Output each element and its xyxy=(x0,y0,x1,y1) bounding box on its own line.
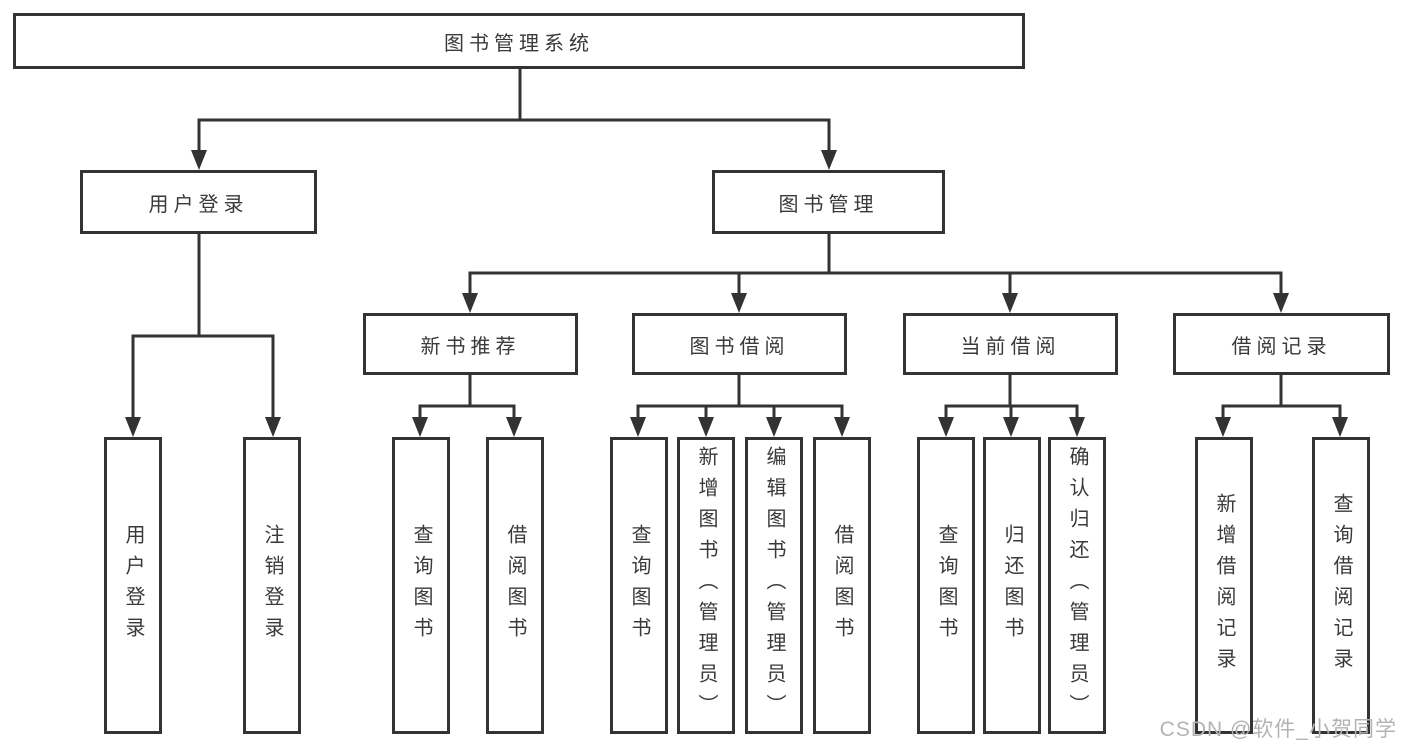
leaf-current-return-books: 归还图书 xyxy=(983,437,1041,734)
leaf-borrow-borrow-books: 借阅图书 xyxy=(813,437,871,734)
node-new-book-recommend: 新书推荐 xyxy=(363,313,578,375)
leaf-current-confirm-return-admin: 确认归还（管理员） xyxy=(1048,437,1106,734)
leaf-borrow-add-books-admin: 新增图书（管理员） xyxy=(677,437,735,734)
leaf-borrow-edit-books-admin: 编辑图书（管理员） xyxy=(745,437,803,734)
leaf-current-query-books: 查询图书 xyxy=(917,437,975,734)
node-borrow-record: 借阅记录 xyxy=(1173,313,1390,375)
leaf-logout: 注销登录 xyxy=(243,437,301,734)
leaf-user-login: 用户登录 xyxy=(104,437,162,734)
node-book-management: 图书管理 xyxy=(712,170,945,234)
node-current-borrow: 当前借阅 xyxy=(903,313,1118,375)
edge-root-to-level2 xyxy=(191,67,837,170)
edge-userlogin-to-leaves xyxy=(125,232,281,437)
edge-bookmgmt-to-level3 xyxy=(462,232,1289,313)
edge-record-to-leaves xyxy=(1215,373,1348,437)
edge-newbook-to-leaves xyxy=(412,373,522,437)
leaf-newbook-borrow-books: 借阅图书 xyxy=(486,437,544,734)
node-book-borrow: 图书借阅 xyxy=(632,313,847,375)
csdn-watermark: CSDN @软件_小贺同学 xyxy=(1159,718,1397,741)
node-root: 图书管理系统 xyxy=(13,13,1025,69)
leaf-record-query-borrow-record: 查询借阅记录 xyxy=(1312,437,1370,734)
leaf-record-add-borrow-record: 新增借阅记录 xyxy=(1195,437,1253,734)
edge-borrow-to-leaves xyxy=(630,373,850,437)
leaf-borrow-query-books: 查询图书 xyxy=(610,437,668,734)
edge-current-to-leaves xyxy=(938,373,1085,437)
node-user-login-branch: 用户登录 xyxy=(80,170,317,234)
leaf-newbook-query-books: 查询图书 xyxy=(392,437,450,734)
